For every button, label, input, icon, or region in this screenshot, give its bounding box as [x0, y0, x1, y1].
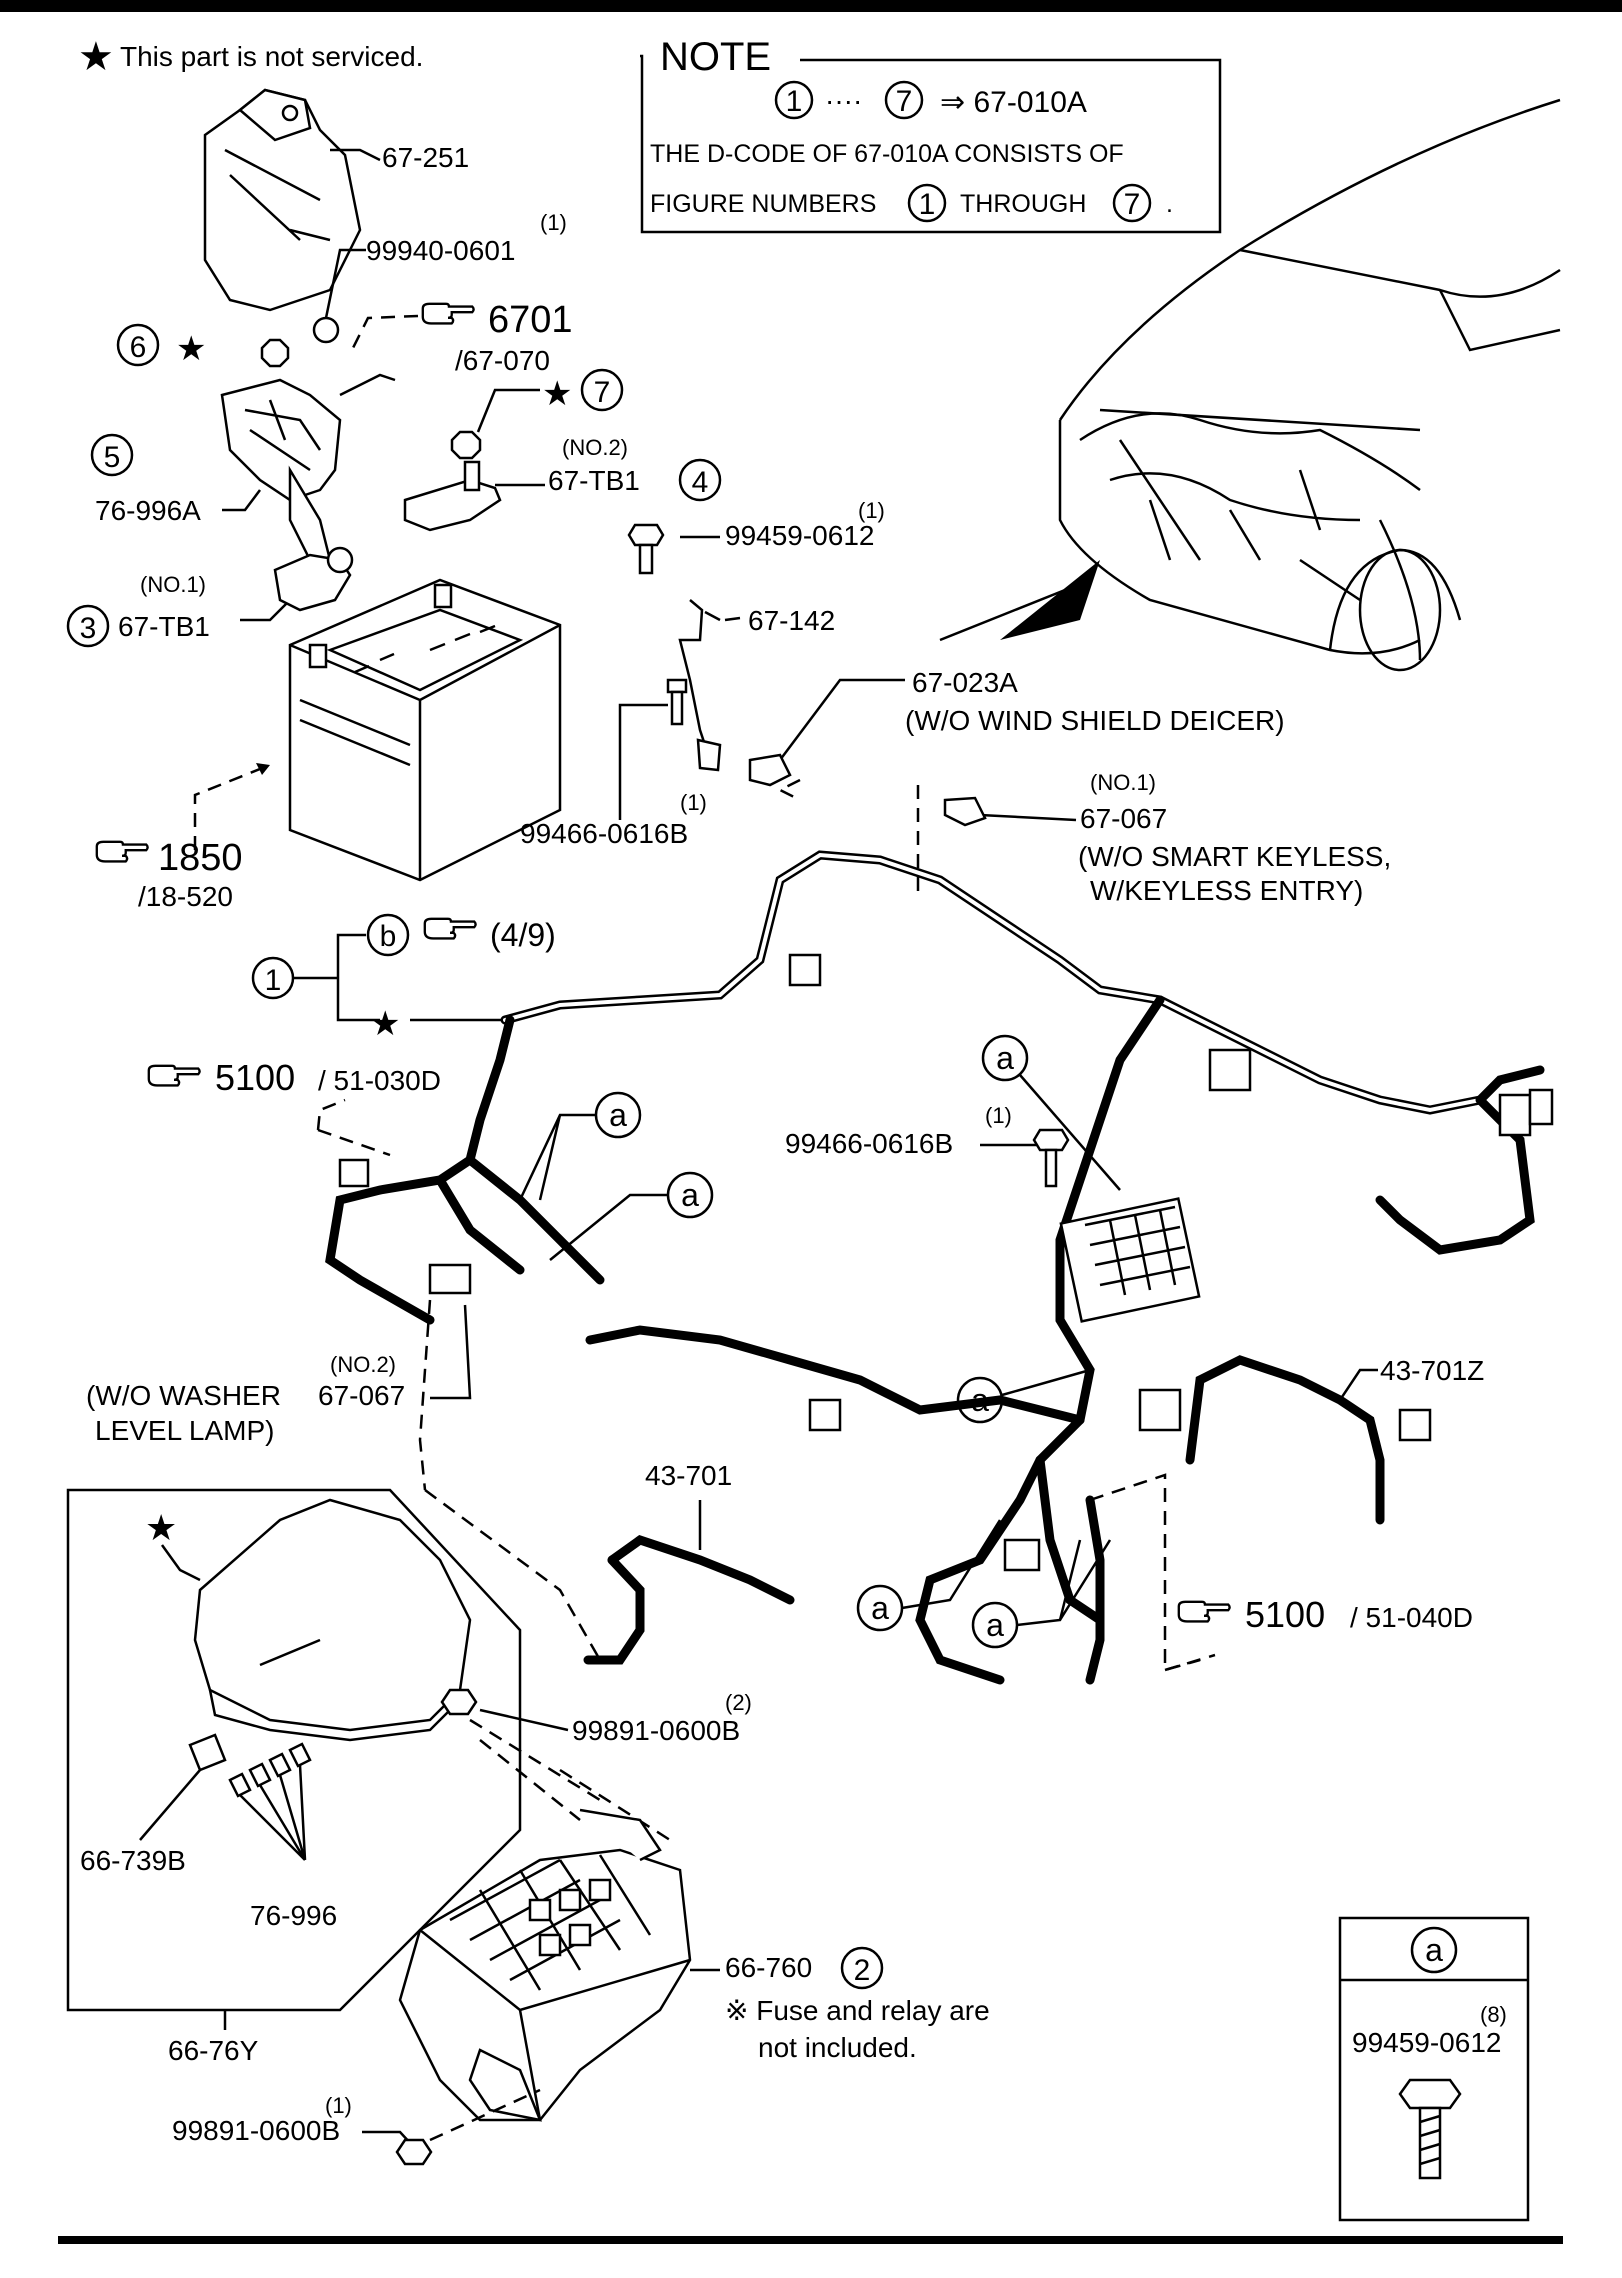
label-67-067-no1: 67-067: [1080, 803, 1167, 834]
label-67-023A: 67-023A: [912, 667, 1018, 698]
wiring-harness: [325, 850, 1554, 1685]
label-43-701Z: 43-701Z: [1380, 1355, 1484, 1386]
callout-a-6: a: [986, 1607, 1004, 1643]
ref-5100-a-sub: / 51-030D: [318, 1065, 441, 1096]
callout-a-2: a: [681, 1177, 699, 1213]
legend-text: This part is not serviced.: [120, 41, 423, 72]
label-67-251: 67-251: [382, 142, 469, 173]
fuse-note-2: not included.: [758, 2032, 917, 2063]
note-circle-7: 7: [1124, 188, 1141, 221]
wo-smart-keyless-2: W/KEYLESS ENTRY): [1090, 875, 1363, 906]
fig-7: 7: [594, 376, 611, 409]
note-line3-end: .: [1166, 190, 1173, 218]
bottom-rule: [58, 2236, 1563, 2244]
no1-a: (NO.1): [140, 572, 206, 597]
star-6-icon: ★: [176, 330, 206, 368]
label-67-142: 67-142: [748, 605, 835, 636]
qty-99466b: (1): [985, 1103, 1012, 1128]
wo-smart-keyless-1: (W/O SMART KEYLESS,: [1078, 841, 1391, 872]
table-a: a: [1425, 1932, 1443, 1968]
fig-2: 2: [854, 1954, 871, 1987]
label-99459-0612: 99459-0612: [725, 520, 874, 551]
qty-99466a: (1): [680, 790, 707, 815]
ref-6701-sub: /67-070: [455, 345, 550, 376]
note-box: NOTE 1 ···· 7 ⇒ 67-010A THE D-CODE OF 67…: [640, 35, 1222, 234]
note-range-code: ⇒ 67-010A: [940, 86, 1087, 119]
ref-5100-b-sub: / 51-040D: [1350, 1602, 1473, 1633]
fig-1: 1: [265, 964, 282, 997]
star-cover-icon: ★: [145, 1507, 177, 1548]
ref-1850: 1850: [158, 837, 243, 879]
label-66-760: 66-760: [725, 1952, 812, 1983]
no2-b: (NO.2): [330, 1352, 396, 1377]
label-66-76Y: 66-76Y: [168, 2035, 259, 2066]
hand-pointer-icon-b: [423, 917, 477, 940]
label-43-701: 43-701: [645, 1460, 732, 1491]
label-76-996A: 76-996A: [95, 495, 201, 526]
hand-pointer-icon-1850: [95, 840, 149, 863]
label-66-739B: 66-739B: [80, 1845, 186, 1876]
qty-99891a: (2): [725, 1690, 752, 1715]
hand-pointer-icon-5100a: [147, 1064, 201, 1087]
label-99891-0600B-a: 99891-0600B: [572, 1715, 740, 1746]
note-circle-1: 1: [919, 188, 936, 221]
table-qty: (8): [1480, 2002, 1507, 2027]
no2-a: (NO.2): [562, 435, 628, 460]
ref-b: b: [380, 920, 397, 953]
callout-a-4: a: [971, 1382, 989, 1418]
fig-4: 4: [692, 466, 709, 499]
ref-6701: 6701: [488, 299, 573, 341]
top-rule: [0, 0, 1622, 12]
no1-b: (NO.1): [1090, 770, 1156, 795]
note-line3-mid: THROUGH: [960, 190, 1086, 218]
note-range-end: 7: [896, 85, 913, 118]
star-7-icon: ★: [542, 375, 572, 413]
fig-6: 6: [130, 331, 147, 364]
fig-5: 5: [104, 441, 121, 474]
label-99466-0616B-a: 99466-0616B: [520, 818, 688, 849]
note-line3-pre: FIGURE NUMBERS: [650, 190, 876, 218]
battery: [288, 578, 562, 882]
star-icon: ★: [78, 35, 114, 79]
callout-a-5: a: [871, 1590, 889, 1626]
callout-a-1: a: [609, 1097, 627, 1133]
note-line2: THE D-CODE OF 67-010A CONSISTS OF: [650, 140, 1124, 168]
table-part: 99459-0612: [1352, 2027, 1501, 2058]
fig-3: 3: [80, 612, 97, 645]
junction-box-66-760: [398, 1808, 720, 2122]
label-76-996: 76-996: [250, 1900, 337, 1931]
qty-99459: (1): [858, 498, 885, 523]
legend: ★ This part is not serviced.: [78, 35, 423, 79]
ref-5100-a: 5100: [215, 1057, 295, 1098]
label-67-067-no2: 67-067: [318, 1380, 405, 1411]
fuse-block-76-996A: [220, 373, 396, 562]
wo-wind-shield: (W/O WIND SHIELD DEICER): [905, 705, 1285, 736]
note-dots: ····: [825, 85, 862, 116]
wo-washer-1: (W/O WASHER: [86, 1380, 281, 1411]
battery-cover: 67-251: [203, 88, 469, 312]
note-range-start: 1: [786, 85, 803, 118]
qty-99940: (1): [540, 210, 567, 235]
label-67-TB1-no2: 67-TB1: [548, 465, 640, 496]
label-67-TB1-no1: 67-TB1: [118, 611, 210, 642]
hand-pointer-icon: [421, 302, 475, 325]
qty-99891b: (1): [325, 2093, 352, 2118]
label-99891-0600B-b: 99891-0600B: [172, 2115, 340, 2146]
star-harness-icon: ★: [370, 1005, 400, 1043]
label-99940-0601: 99940-0601: [366, 235, 515, 266]
fuse-cover-inset: ★ 66-739B 76-996 66-76Y: [66, 1488, 522, 2066]
ref-1850-sub: /18-520: [138, 881, 233, 912]
fuse-note-1: ※ Fuse and relay are: [725, 1995, 990, 2026]
vehicle-illustration: [939, 98, 1561, 672]
wo-washer-2: LEVEL LAMP): [95, 1415, 274, 1446]
fastener-table: a (8) 99459-0612: [1338, 1916, 1530, 2222]
hand-pointer-icon-5100b: [1177, 1600, 1231, 1623]
label-99466-0616B-b: 99466-0616B: [785, 1128, 953, 1159]
note-title: NOTE: [660, 35, 771, 79]
callout-a-3: a: [996, 1040, 1014, 1076]
ref-5100-b: 5100: [1245, 1594, 1325, 1635]
ref-4-9: (4/9): [490, 917, 556, 953]
